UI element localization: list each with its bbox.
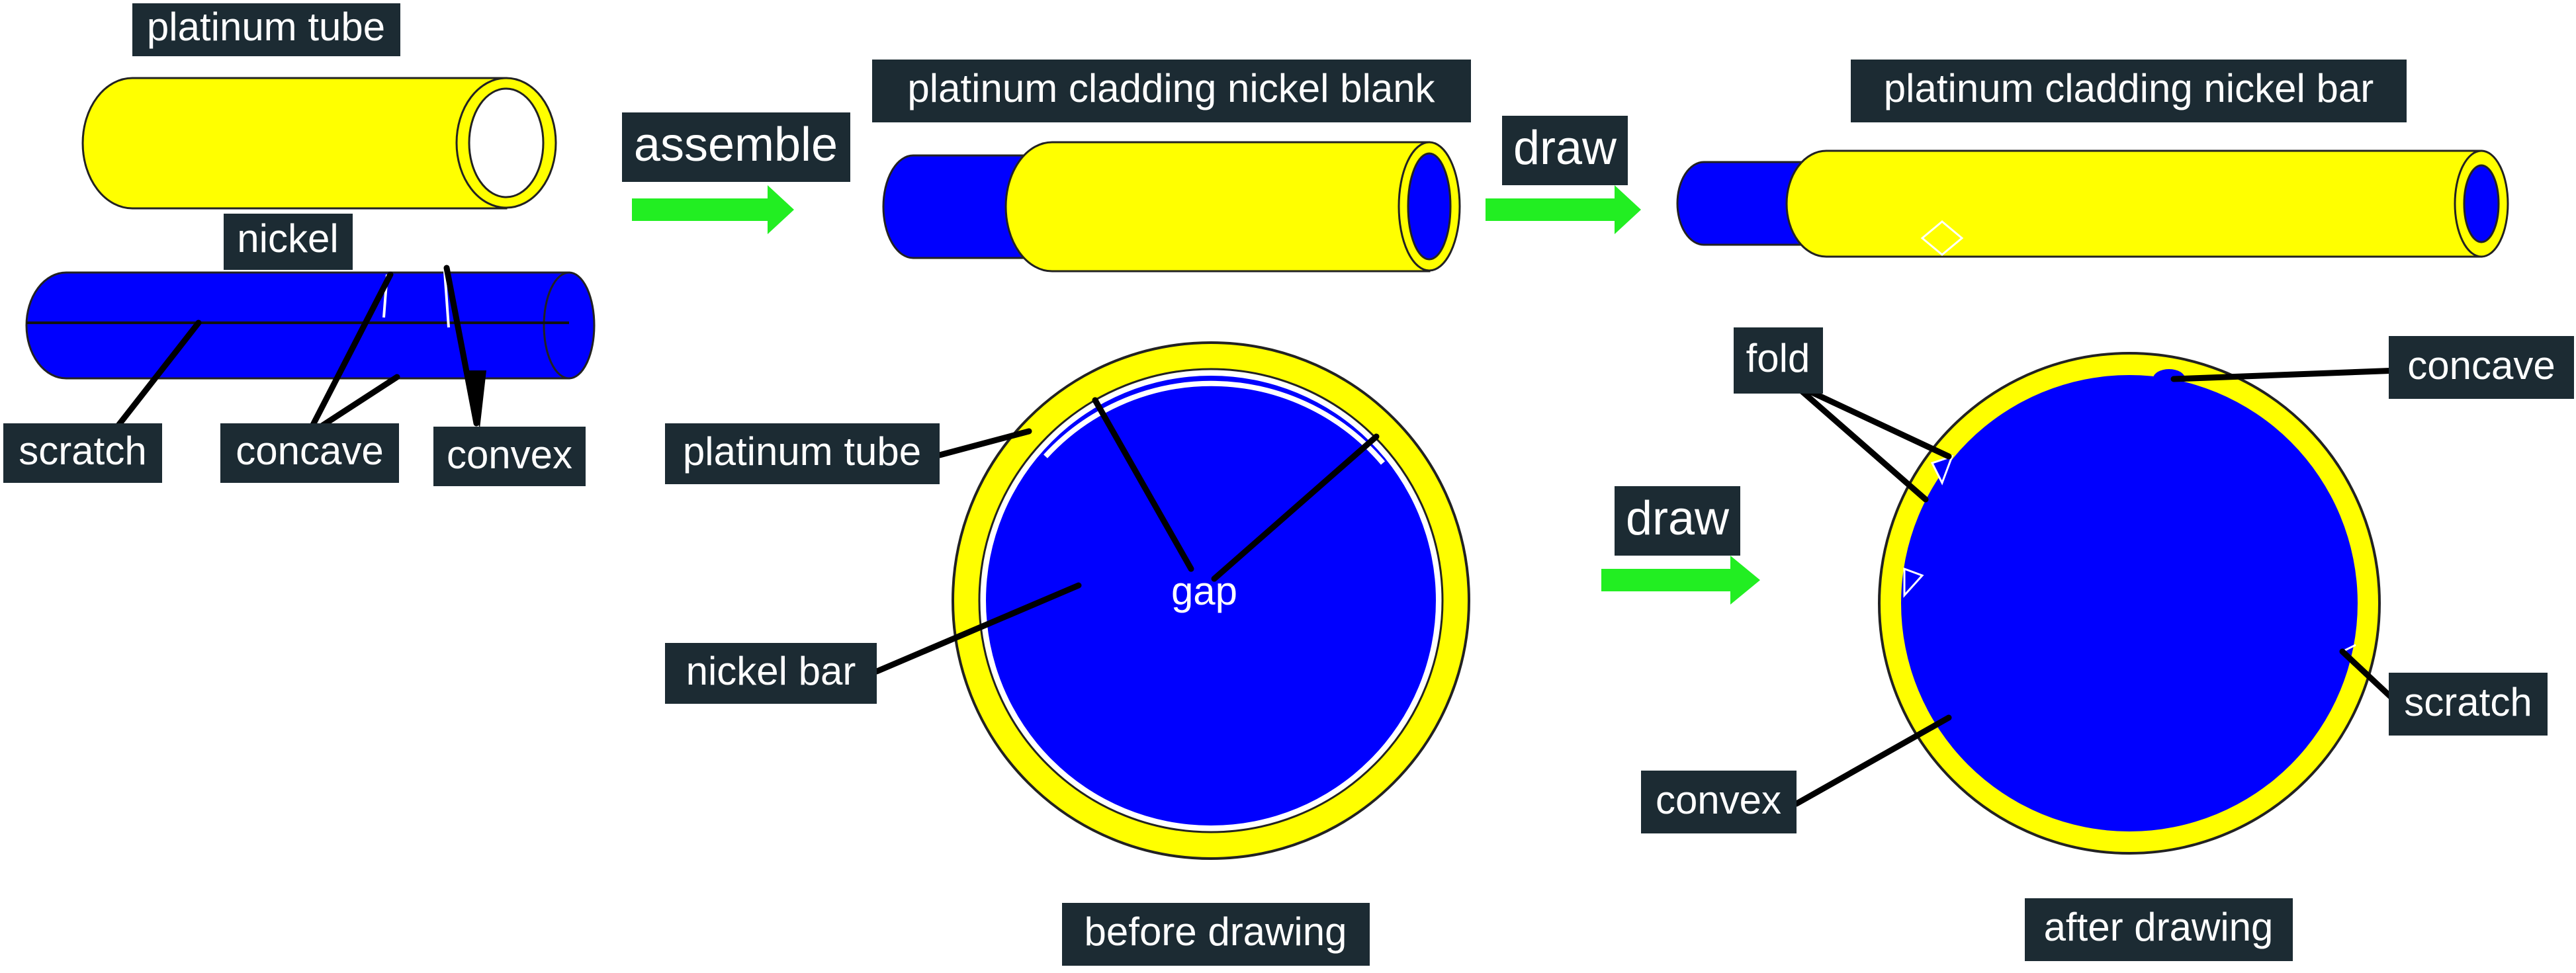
label-convex-right: convex	[1641, 771, 1797, 833]
convex-marker	[463, 370, 486, 429]
svg-text:fold: fold	[1746, 336, 1810, 380]
draw-arrow-middle	[1601, 556, 1760, 605]
label-fold: fold	[1734, 327, 1823, 394]
right-leaders	[1790, 367, 2402, 807]
cladding-bar-illustration	[1676, 149, 2509, 258]
label-before-drawing: before drawing	[1062, 903, 1370, 966]
label-convex-left: convex	[433, 427, 586, 486]
svg-text:assemble: assemble	[634, 118, 838, 171]
svg-text:draw: draw	[1513, 122, 1617, 175]
svg-text:scratch: scratch	[2404, 680, 2532, 724]
cladding-blank-illustration	[882, 141, 1461, 273]
svg-text:nickel bar: nickel bar	[686, 649, 856, 693]
svg-text:after drawing: after drawing	[2044, 905, 2274, 949]
label-concave-right: concave	[2389, 336, 2574, 399]
svg-text:platinum tube: platinum tube	[683, 429, 921, 474]
label-cladding-bar: platinum cladding nickel bar	[1851, 60, 2407, 122]
svg-text:before drawing: before drawing	[1085, 910, 1347, 954]
svg-text:concave: concave	[2407, 343, 2555, 388]
label-cladding-blank: platinum cladding nickel blank	[872, 60, 1471, 122]
label-after-drawing: after drawing	[2025, 898, 2293, 961]
middle-leaders	[873, 397, 1380, 675]
platinum-tube-illustration	[81, 77, 557, 210]
svg-text:concave: concave	[236, 429, 383, 473]
draw-arrow-top	[1486, 185, 1641, 234]
svg-text:nickel: nickel	[237, 216, 338, 261]
svg-text:convex: convex	[1656, 778, 1781, 822]
svg-text:gap: gap	[1171, 569, 1237, 613]
svg-text:platinum tube: platinum tube	[147, 5, 385, 49]
svg-text:platinum cladding nickel blank: platinum cladding nickel blank	[907, 66, 1435, 110]
label-draw-mid: draw	[1615, 486, 1740, 556]
label-draw-top: draw	[1502, 116, 1628, 185]
label-assemble: assemble	[622, 112, 850, 182]
label-platinum-tube-mid: platinum tube	[665, 423, 940, 484]
label-scratch-right: scratch	[2389, 673, 2548, 736]
svg-text:platinum cladding nickel bar: platinum cladding nickel bar	[1884, 66, 2374, 110]
left-leaders	[112, 265, 486, 432]
svg-text:scratch: scratch	[19, 429, 146, 473]
label-nickel-bar: nickel bar	[665, 643, 877, 704]
nickel-rod-illustration	[25, 271, 596, 380]
label-gap: gap	[1171, 569, 1237, 613]
label-concave-left: concave	[220, 423, 399, 483]
assemble-arrow	[632, 185, 794, 234]
label-nickel: nickel	[224, 214, 353, 270]
label-scratch-left: scratch	[3, 423, 162, 483]
after-drawing-cross-section	[1878, 352, 2381, 855]
svg-text:convex: convex	[447, 433, 572, 477]
label-platinum-tube-top: platinum tube	[132, 3, 400, 56]
svg-text:draw: draw	[1626, 492, 1730, 545]
